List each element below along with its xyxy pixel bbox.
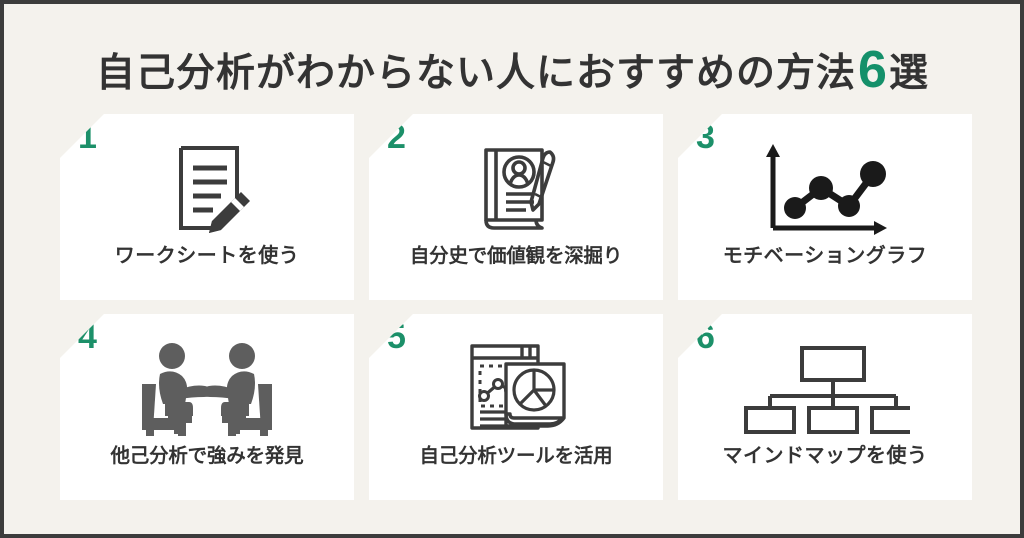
method-card-1[interactable]: 1 ワークシートを使う bbox=[60, 114, 354, 300]
method-card-grid: 1 ワークシートを使う bbox=[60, 114, 972, 500]
card-number-1: 1 bbox=[78, 118, 97, 156]
page-title-suffix: 選 bbox=[888, 52, 928, 95]
book-portrait-pen-icon bbox=[369, 140, 663, 236]
card-label-4: 他己分析で強みを発見 bbox=[110, 445, 304, 467]
two-people-interview-icon bbox=[60, 340, 354, 436]
document-pencil-icon bbox=[60, 140, 354, 236]
method-card-2[interactable]: 2 bbox=[369, 114, 663, 300]
method-card-4[interactable]: 4 bbox=[60, 314, 354, 500]
card-label-6: マインドマップを使う bbox=[722, 445, 928, 467]
card-number-3: 3 bbox=[696, 118, 715, 156]
card-label-3: モチベーショングラフ bbox=[722, 245, 928, 267]
page-title: 自己分析がわからない人におすすめの方法6選 bbox=[4, 40, 1020, 100]
method-card-3[interactable]: 3 bbox=[678, 114, 972, 300]
org-chart-tree-icon bbox=[678, 340, 972, 436]
line-graph-axes-icon bbox=[678, 140, 972, 236]
card-label-2: 自分史で価値観を深掘り bbox=[409, 245, 623, 267]
page-title-count: 6 bbox=[858, 41, 887, 99]
card-number-5: 5 bbox=[387, 318, 406, 356]
card-label-5: 自己分析ツールを活用 bbox=[419, 445, 613, 467]
card-number-4: 4 bbox=[78, 318, 97, 356]
page-title-main: 自己分析がわからない人におすすめの方法 bbox=[96, 52, 857, 95]
method-card-6[interactable]: 6 マインドマップを使う bbox=[678, 314, 972, 500]
analytics-report-icon bbox=[369, 340, 663, 436]
method-card-5[interactable]: 5 bbox=[369, 314, 663, 500]
card-number-2: 2 bbox=[387, 118, 406, 156]
card-label-1: ワークシートを使う bbox=[114, 245, 300, 267]
card-number-6: 6 bbox=[696, 318, 715, 356]
